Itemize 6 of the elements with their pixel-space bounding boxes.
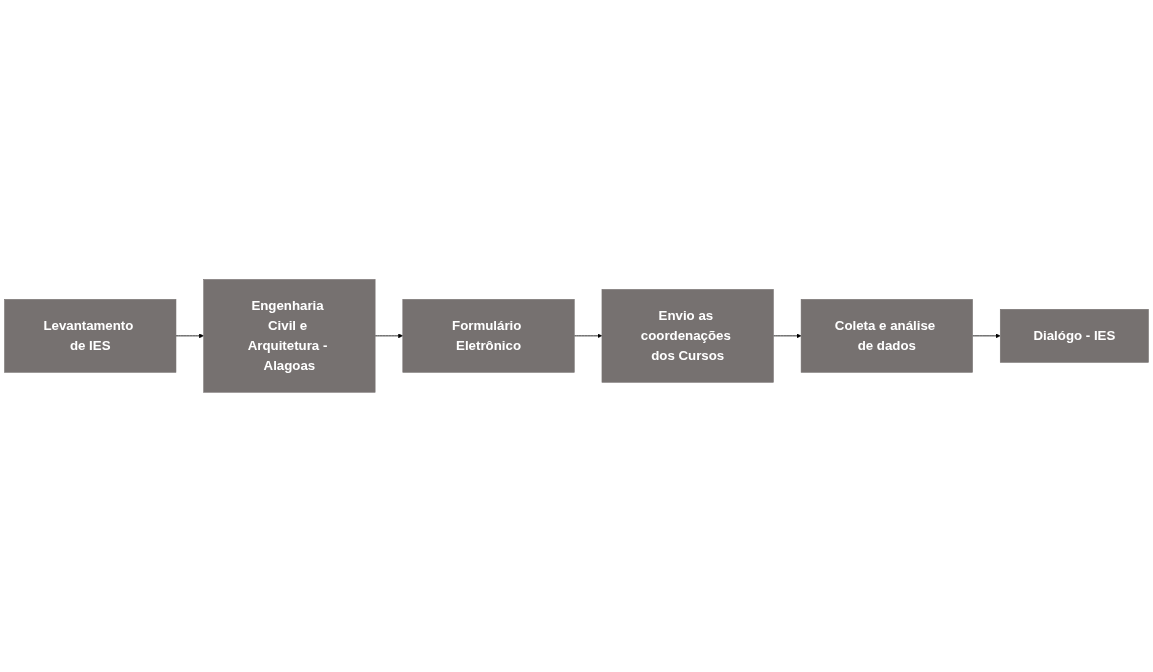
node-box: Envio as coordenações dos Cursos [601, 289, 774, 383]
node-box: Dialógo - IES [999, 309, 1149, 363]
node-box: Coleta e análise de dados [800, 299, 973, 373]
node-box: Levantamento de IES [4, 299, 177, 373]
node-box: Engenharia Civil e Arquitetura - Alagoas [203, 279, 376, 393]
node-box: Formulário Eletrônico [402, 299, 575, 373]
